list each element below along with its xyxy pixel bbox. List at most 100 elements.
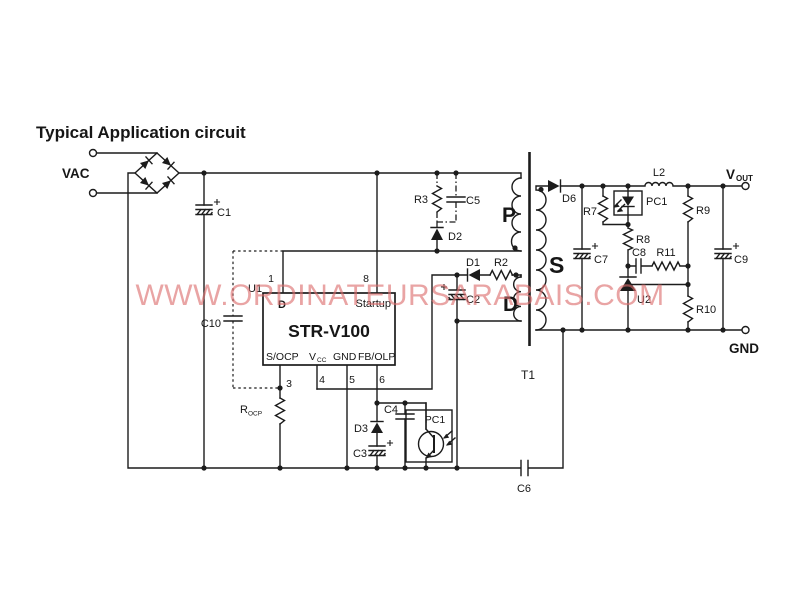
resistor-icon xyxy=(431,185,443,213)
label-pc1-secondary: PC1 xyxy=(646,196,667,208)
label-r3: R3 xyxy=(414,194,428,206)
label-t1: T1 xyxy=(521,368,535,382)
label-r10: R10 xyxy=(696,304,716,316)
feedback-network-d3-c3-c4: D3 C3 C4 xyxy=(353,402,427,469)
capacitor-icon xyxy=(520,459,529,477)
label-r11: R11 xyxy=(656,247,675,259)
resistor-rocp: R OCP xyxy=(240,397,286,425)
bridge-outline xyxy=(133,152,181,194)
label-c9: C9 xyxy=(734,254,748,266)
pin-number-5: 5 xyxy=(349,374,355,386)
pin-number-4: 4 xyxy=(319,374,325,386)
cap-c7: C7 xyxy=(573,185,608,331)
aux-winding xyxy=(513,274,522,322)
diode-icon xyxy=(468,269,480,281)
watermark-text: WWW.ORDINATEURSARABAIS.COM xyxy=(135,279,664,312)
label-c6: C6 xyxy=(517,483,531,495)
c8-r11-branch xyxy=(627,258,689,274)
light-arrowheads xyxy=(443,433,453,446)
label-d2: D2 xyxy=(448,231,462,243)
pin-label-d: D xyxy=(278,299,286,311)
pin-label-socp: S/OCP xyxy=(266,351,299,363)
emitter-arrow-icon xyxy=(425,452,432,459)
label-d6: D6 xyxy=(562,193,576,205)
vcc-line xyxy=(316,274,458,390)
resistor-icon xyxy=(682,295,694,323)
cap-c1: C1 xyxy=(195,172,231,469)
label-rocp: R xyxy=(240,404,248,416)
pin-number-8: 8 xyxy=(363,273,369,285)
vac-terminal-bottom xyxy=(88,188,98,198)
label-c5: C5 xyxy=(466,195,480,207)
ic-body xyxy=(262,292,396,366)
capacitor-icon xyxy=(223,315,243,322)
label-gnd: GND xyxy=(729,341,759,356)
label-c2: C2 xyxy=(466,294,480,306)
optocoupler-pc1-transistor: PC1 xyxy=(405,402,456,469)
wire xyxy=(95,152,158,194)
ic-str-v100: U1 1 8 3 4 5 6 D Startup STR-V100 S/OCP … xyxy=(248,273,396,469)
page-title: Typical Application circuit xyxy=(36,123,246,142)
label-vout: V xyxy=(726,167,735,182)
dashed-wire xyxy=(232,250,283,389)
label-c3: C3 xyxy=(353,448,367,460)
output-terminals: V OUT GND xyxy=(726,167,759,356)
primary-winding xyxy=(510,177,522,252)
electrolytic-cap-icon xyxy=(368,439,394,457)
label-u2: U2 xyxy=(637,294,651,306)
label-vout-sub: OUT xyxy=(736,174,753,183)
label-winding-p: P xyxy=(502,204,516,227)
label-winding-s: S xyxy=(549,252,564,278)
phase-dot xyxy=(513,272,519,278)
label-r9: R9 xyxy=(696,205,710,217)
junction-dots xyxy=(201,170,726,471)
label-winding-d: D xyxy=(503,293,518,316)
bridge-rectifier xyxy=(133,152,181,194)
capacitor-icon xyxy=(395,413,415,420)
dc-rails xyxy=(127,172,564,469)
electrolytic-cap-icon xyxy=(195,198,221,216)
resistor-icon xyxy=(597,195,609,223)
pin-label-gnd: GND xyxy=(333,351,357,363)
label-r7: R7 xyxy=(583,206,597,218)
phase-dot xyxy=(538,186,544,193)
wire xyxy=(627,283,689,331)
led-icon xyxy=(622,196,634,206)
label-d1: D1 xyxy=(466,257,480,269)
snubber-r3-c5-d2: R3 C5 D2 xyxy=(414,173,480,252)
label-r2: R2 xyxy=(494,257,508,269)
diode-icon xyxy=(431,228,443,240)
pin-label-vcc: V xyxy=(309,351,316,363)
cap-c9: C9 xyxy=(714,185,748,331)
optocoupler-package xyxy=(405,409,453,463)
capacitor-icon xyxy=(446,196,466,203)
label-l2: L2 xyxy=(653,167,665,179)
label-c1: C1 xyxy=(217,207,231,219)
pin-label-vcc-sub: CC xyxy=(317,357,327,364)
phase-dot xyxy=(512,245,518,251)
cap-c6: C6 xyxy=(517,459,531,495)
ac-input: VAC xyxy=(62,148,158,198)
pin-label-startup: Startup xyxy=(356,298,391,310)
wire xyxy=(456,274,522,278)
wire xyxy=(436,173,457,228)
pin-number-3: 3 xyxy=(286,378,292,390)
gnd-terminal xyxy=(741,325,750,335)
pin-label-fb: FB/OLP xyxy=(358,351,395,363)
label-u1: U1 xyxy=(248,283,262,295)
label-vac: VAC xyxy=(62,166,90,181)
dc-bus-top-rail xyxy=(178,172,522,179)
resistor-icon xyxy=(274,397,286,425)
wire xyxy=(425,402,435,469)
vac-terminal-top xyxy=(88,148,98,158)
label-c7: C7 xyxy=(594,254,608,266)
diode-icon xyxy=(371,422,383,433)
pin-number-6: 6 xyxy=(379,374,385,386)
label-c8: C8 xyxy=(632,247,646,259)
pin-stubs xyxy=(279,364,378,469)
light-arrowheads xyxy=(613,203,624,213)
vout-terminal xyxy=(741,181,750,191)
cap-c10-optional: C10 xyxy=(201,250,283,389)
